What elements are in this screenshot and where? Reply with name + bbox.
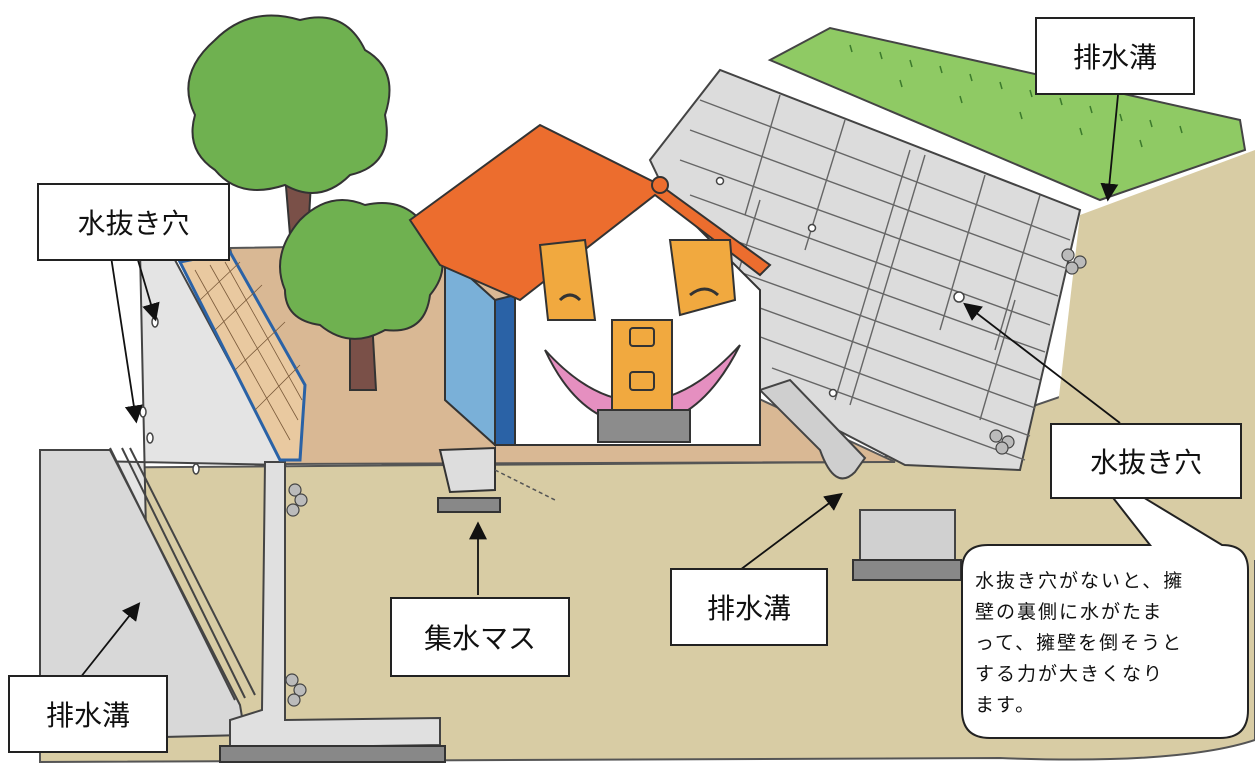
l-wall-base (219, 745, 446, 763)
arrow-weep-right (963, 302, 1121, 424)
arrow-drain-middle (739, 492, 843, 571)
arrow-weep-left-1 (109, 249, 143, 424)
arrow-drain-top-right (1100, 94, 1119, 202)
arrow-weep-left-2 (134, 249, 160, 322)
note-line: って、擁壁を倒そうと (975, 632, 1184, 654)
arrow-drain-bottom-left (79, 602, 141, 679)
right-wall-footing (859, 509, 956, 561)
label-catch-basin: 集水マス (390, 597, 570, 677)
note-bubble (961, 461, 1249, 739)
label-weep-hole-right: 水抜き穴 (1050, 423, 1242, 499)
note-line: 壁の裏側に水がたま (975, 601, 1164, 623)
gravel-drain-right (989, 248, 1087, 455)
catch-basin (437, 446, 556, 513)
tree-small (279, 199, 444, 391)
grass-slope (767, 26, 1247, 202)
note-text: 水抜き穴がないと、擁 壁の裏側に水がたま って、擁壁を倒そうと する力が大きくな… (975, 566, 1245, 721)
grass-texture (849, 44, 1183, 148)
label-weep-hole-left: 水抜き穴 (37, 183, 230, 261)
left-drain-channel (109, 447, 256, 701)
tree-large (187, 14, 391, 236)
note-line: ます。 (975, 694, 1037, 716)
right-footing-base (852, 559, 962, 581)
label-drain-ditch-middle: 排水溝 (670, 568, 828, 646)
block-wall-weep-holes (715, 176, 965, 398)
gravel-drain-left (285, 483, 308, 707)
house (408, 123, 772, 448)
note-line: 水抜き穴がないと、擁 (975, 570, 1185, 592)
leader-arrows (79, 94, 1121, 679)
label-drain-ditch-top-right: 排水溝 (1035, 17, 1195, 95)
label-drain-ditch-bottom-left: 排水溝 (8, 675, 168, 753)
note-line: する力が大きくなり (975, 663, 1165, 685)
fence-mesh (194, 261, 303, 441)
middle-drain-ditch (758, 378, 867, 480)
